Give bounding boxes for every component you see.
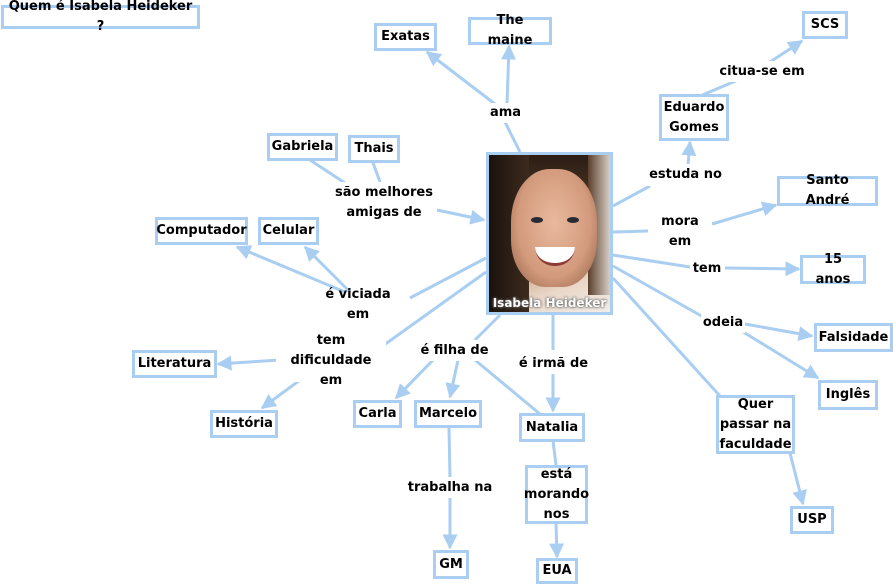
line-marcelo-trabalha <box>447 427 452 479</box>
concept-esta-morando: está morando nos <box>524 465 589 524</box>
line-natalia-morando <box>551 440 558 466</box>
concept-historia: História <box>210 410 278 438</box>
line-center-viciada <box>409 256 487 300</box>
concept-celular: Celular <box>258 217 319 245</box>
concept-the-maine: The maine <box>468 13 552 48</box>
concept-literatura: Literatura <box>132 350 217 378</box>
link-odeia: odeia <box>701 312 745 333</box>
concept-natalia: Natalia <box>519 413 585 442</box>
concept-carla: Carla <box>353 400 402 428</box>
link-trabalha: trabalha na <box>405 477 495 498</box>
concept-scs: SCS <box>802 11 848 39</box>
link-filha: é filha de <box>414 340 495 361</box>
line-center-odeia <box>612 264 706 320</box>
link-ama: ama <box>487 103 524 123</box>
arrow-odeia-falsidade <box>744 322 814 342</box>
line-center-ama <box>503 121 522 153</box>
link-citua-se-em: citua-se em <box>717 61 807 82</box>
photo-caption: Isabela Heideker <box>492 296 607 310</box>
concept-marcelo: Marcelo <box>414 400 482 428</box>
line-thais-melhores <box>370 159 382 183</box>
link-melhores-amigas: são melhores amigas de <box>331 182 437 224</box>
arrow-odeia-ingles <box>739 328 820 380</box>
concept-eua: EUA <box>536 558 578 584</box>
link-irma: é irmã de <box>516 353 591 374</box>
concept-15-anos: 15 anos <box>800 252 866 287</box>
link-viciada: é viciada em <box>310 287 406 322</box>
line-filha-natalia <box>474 358 541 416</box>
concept-santo-andre: Santo André <box>777 173 878 208</box>
arrow-viciada-celular <box>303 245 352 294</box>
photo-eye-left <box>531 217 543 223</box>
concept-ingles: Inglês <box>818 380 878 410</box>
arrow-morando-eua <box>549 523 565 559</box>
line-eduardo-cita <box>699 78 739 98</box>
page-title: Quem é Isabela Heideker ? <box>1 0 200 34</box>
link-estuda-no: estuda no <box>646 164 725 186</box>
concept-thais: Thais <box>348 135 400 163</box>
line-gabriela-melhores <box>309 158 346 185</box>
arrow-viciada-computador <box>235 245 346 294</box>
line-center-mora <box>612 229 649 234</box>
concept-gabriela: Gabriela <box>267 133 338 161</box>
arrow-estuda-eduardo <box>681 140 697 166</box>
line-center-querpassar <box>611 276 722 398</box>
line-center-tem <box>612 253 691 269</box>
arrow-ama-exatas <box>425 50 496 106</box>
arrow-dificuldade-literatura <box>216 355 281 371</box>
line-center-estuda <box>612 184 651 208</box>
arrow-melhores-center <box>436 208 486 225</box>
concept-quer-passar: Quer passar na faculdade <box>716 395 795 454</box>
link-tem: tem <box>690 258 724 279</box>
concept-computador: Computador <box>155 217 248 245</box>
arrow-tem-15anos <box>724 261 801 277</box>
concept-falsidade: Falsidade <box>814 323 893 352</box>
photo-eye-right <box>567 217 579 223</box>
concept-eduardo-gomes: Eduardo Gomes <box>659 94 729 141</box>
line-center-dificuldade <box>383 270 487 347</box>
arrow-mora-santoandre <box>711 201 778 226</box>
concept-usp: USP <box>790 506 834 534</box>
arrow-querpassar-usp <box>788 452 807 506</box>
arrow-filha-marcelo <box>445 359 461 399</box>
arrow-ama-themaine <box>501 44 517 105</box>
arrow-cita-scs <box>769 39 804 64</box>
arrow-filha-carla <box>394 356 437 400</box>
concept-gm: GM <box>433 550 469 579</box>
photo-face <box>511 169 597 287</box>
arrow-dificuldade-historia <box>260 378 301 410</box>
link-dificuldade: tem dificuldade em <box>276 333 386 388</box>
link-mora-em: mora em <box>648 214 712 249</box>
photo-smile <box>535 247 575 266</box>
center-photo: Isabela Heideker <box>486 152 613 315</box>
concept-exatas: Exatas <box>374 23 437 51</box>
line-center-filha <box>473 313 502 342</box>
